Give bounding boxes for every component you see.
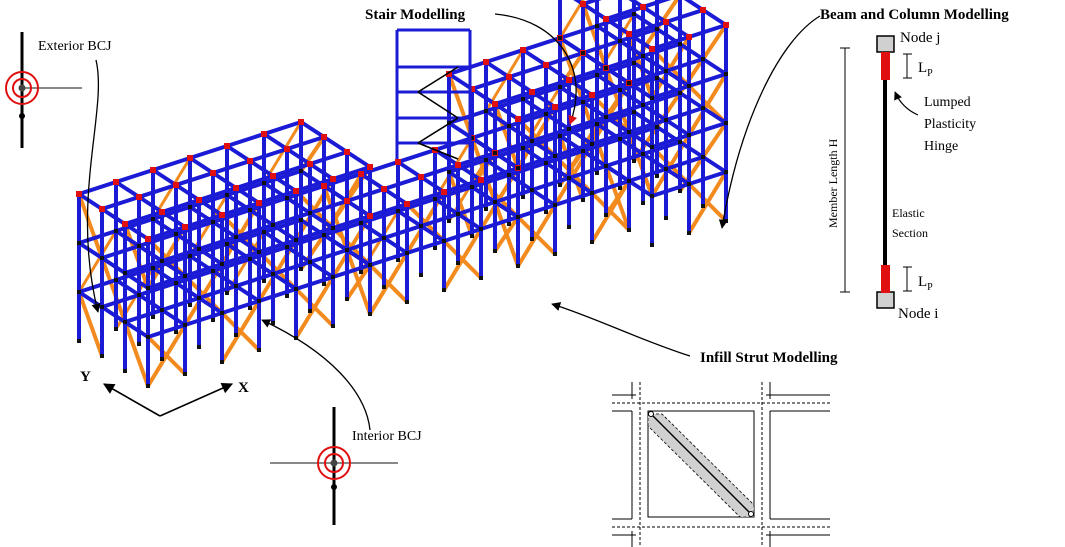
infill-strut-modelling-label: Infill Strut Modelling	[700, 350, 838, 366]
node-i-label: Node i	[898, 306, 938, 322]
member-length-label: Member Length H	[826, 138, 840, 228]
node-j-label: Node j	[900, 30, 940, 46]
leader-arrows	[86, 13, 821, 431]
stair-model-inset	[395, 28, 472, 160]
axis-y-label: Y	[80, 369, 91, 385]
building-frame-model	[76, 0, 729, 388]
stair-modelling-label: Stair Modelling	[365, 7, 466, 23]
lp-bottom-label: LP	[918, 274, 933, 293]
beam-column-modelling-label: Beam and Column Modelling	[820, 7, 1009, 23]
lp-top-label: LP	[918, 60, 933, 79]
interior-bcj-symbol	[270, 407, 398, 525]
section-label: Section	[892, 226, 928, 240]
node-j-box	[876, 35, 895, 53]
plasticity-label: Plasticity	[924, 117, 976, 132]
beam-column-leader	[718, 15, 821, 229]
elastic-label: Elastic	[892, 206, 925, 220]
axis-indicator	[103, 382, 234, 417]
bottom-plastic-hinge	[881, 265, 890, 293]
frame-members	[77, 0, 728, 388]
top-plastic-hinge	[881, 52, 890, 80]
infill-leader	[551, 302, 691, 357]
exterior-bcj-leader	[86, 59, 101, 313]
interior-bcj-leader	[261, 319, 371, 431]
node-i-box	[876, 291, 895, 309]
frame-nodes	[76, 1, 729, 388]
infill-strut-inset	[612, 382, 830, 547]
lumped-label: Lumped	[924, 95, 971, 110]
hinge-label: Hinge	[924, 139, 958, 154]
stair-leader	[494, 13, 578, 125]
axis-x-label: X	[238, 380, 249, 396]
interior-bcj-label: Interior BCJ	[352, 429, 422, 444]
exterior-bcj-symbol	[5, 32, 82, 148]
exterior-bcj-label: Exterior BCJ	[38, 39, 112, 54]
beam-column-detail	[840, 35, 919, 309]
